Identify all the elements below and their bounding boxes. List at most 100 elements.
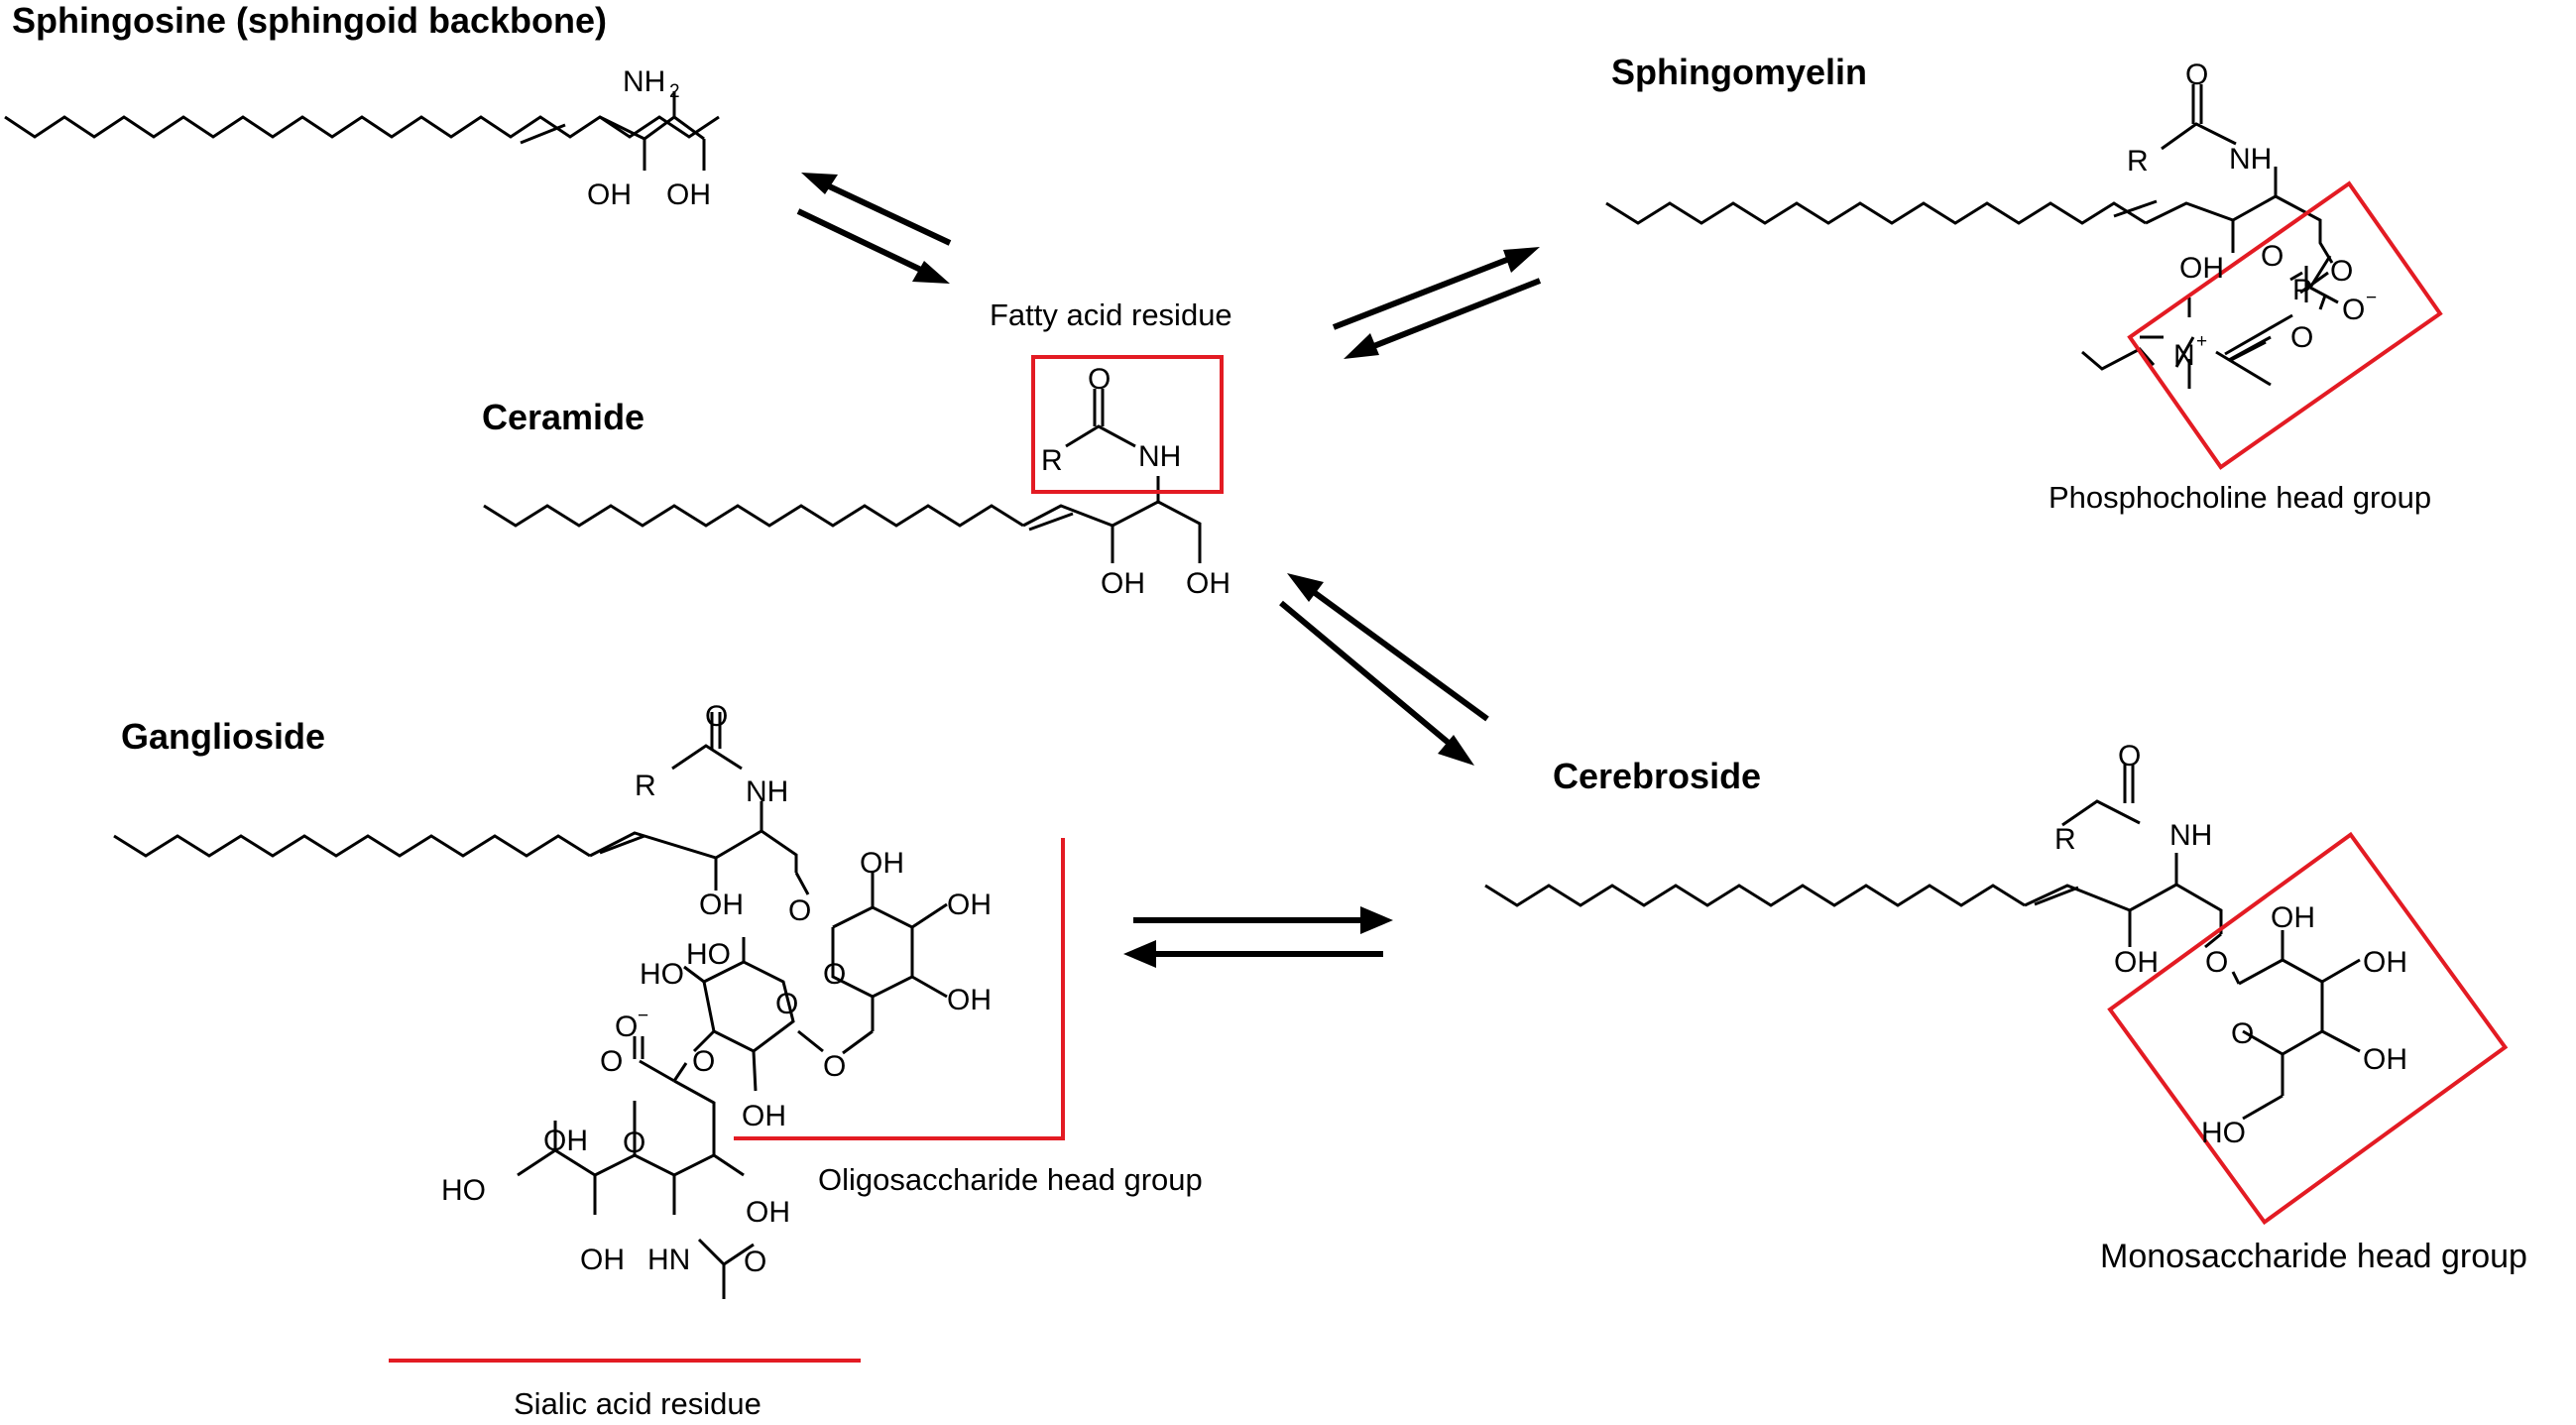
ganglioside-minus-charge: −: [638, 1006, 648, 1026]
caption-monosaccharide-head-group: Monosaccharide head group: [2100, 1238, 2527, 1275]
sphingosine-nh2-subscript: 2: [669, 81, 680, 102]
sphingomyelin-double-bond: [2113, 199, 2158, 218]
sphingomyelin-plus-charge: +: [2196, 331, 2207, 352]
ganglioside-carboxyl-o: O: [600, 1045, 623, 1078]
cerebroside-double-bond: [2034, 886, 2079, 906]
ganglioside-sialic-ho-chain: HO: [441, 1174, 486, 1207]
ganglioside-gal-ring-o: O: [775, 988, 798, 1020]
cerebroside-alkyl-chain: [1484, 884, 2026, 907]
caption-phosphocholine-head-group: Phosphocholine head group: [2049, 480, 2432, 515]
sphingomyelin-atoms: O R NH OH O P O O − O N +: [2127, 59, 2377, 372]
sphingosine-structure: [4, 91, 720, 171]
phosphocholine-highlight-box: [2127, 180, 2443, 470]
arrows-sphingosine-ceramide: [796, 173, 952, 284]
ganglioside-glc-ring-o: O: [823, 958, 846, 991]
title-cerebroside: Cerebroside: [1553, 756, 1762, 796]
caption-oligosaccharide-head-group: Oligosaccharide head group: [818, 1162, 1203, 1197]
cerebroside-glucose-ring: [2238, 958, 2324, 1056]
sphingosine-nh2: NH: [623, 65, 665, 98]
sphingomyelin-ester-o: O: [2261, 240, 2283, 273]
ceramide-structure: [483, 389, 1202, 563]
ceramide-oh-1: OH: [1101, 567, 1145, 600]
ganglioside-link-o: O: [823, 1050, 846, 1083]
cerebroside-ring-o: O: [2231, 1017, 2254, 1050]
sphingomyelin-minus-charge: −: [2366, 288, 2377, 308]
cerebroside-oh-c3: OH: [2363, 946, 2407, 979]
caption-sialic-acid-residue: Sialic acid residue: [514, 1386, 761, 1421]
ceramide-atoms: O R NH OH OH: [1041, 363, 1230, 600]
sphingomyelin-oh: OH: [2179, 252, 2224, 285]
ganglioside-sialic-link-o: O: [692, 1045, 715, 1078]
ganglioside-double-bond: [599, 834, 645, 855]
monosaccharide-highlight-box: [2107, 831, 2509, 1226]
cerebroside-oh-c4: OH: [2363, 1043, 2407, 1076]
fatty-acid-highlight-box: [1031, 355, 1224, 494]
cerebroside-r: R: [2054, 823, 2076, 856]
cerebroside-glycosidic-o: O: [2205, 946, 2228, 979]
sphingomyelin-p: P: [2292, 274, 2312, 306]
ganglioside-carbonyl-o: O: [705, 700, 728, 733]
sphingomyelin-p-double-o: O: [2330, 255, 2353, 288]
ganglioside-oh: OH: [699, 889, 744, 921]
title-ceramide: Ceramide: [482, 397, 645, 437]
cerebroside-atoms: O R NH OH O O OH OH OH HO: [2054, 740, 2407, 1149]
ceramide-headgroup-bonds: [1022, 500, 1202, 563]
sphingosine-headgroup-bonds: [599, 115, 705, 141]
sphingomyelin-choline-o: O: [2290, 321, 2313, 354]
sphingosine-atoms: NH 2 OH OH: [587, 65, 711, 211]
ganglioside-glycosidic-o: O: [788, 894, 811, 927]
title-sphingosine: Sphingosine (sphingoid backbone): [12, 0, 607, 41]
sphingomyelin-r: R: [2127, 145, 2149, 178]
ceramide-carbonyl-o: O: [1088, 363, 1111, 396]
ceramide-alkyl-chain: [483, 504, 1024, 528]
ganglioside-sialic-ring: [633, 1079, 716, 1177]
sphingomyelin-n: N: [2173, 339, 2195, 372]
cerebroside-oh: OH: [2114, 946, 2159, 979]
ganglioside-acetyl-o: O: [744, 1246, 766, 1278]
ganglioside-carboxylate-o: O: [615, 1010, 638, 1043]
cerebroside-structure: [1484, 764, 2361, 1121]
ganglioside-glc-oh-4: OH: [947, 984, 992, 1016]
ganglioside-sialic-hn: HN: [647, 1244, 690, 1276]
ceramide-double-bond: [1028, 512, 1074, 532]
ganglioside-glc-oh-3: OH: [947, 889, 992, 921]
ganglioside-ho-c4: HO: [640, 958, 684, 991]
sphingomyelin-alkyl-chain: [1605, 201, 2147, 225]
sphingosine-oh-2: OH: [666, 178, 711, 211]
caption-fatty-acid-residue: Fatty acid residue: [990, 297, 1232, 332]
ganglioside-nh: NH: [746, 775, 788, 808]
ganglioside-ho-c6: HO: [686, 938, 731, 971]
sphingomyelin-p-o-minus: O: [2342, 294, 2365, 326]
sphingomyelin-carbonyl-o: O: [2185, 59, 2208, 91]
ceramide-oh-2: OH: [1186, 567, 1230, 600]
arrows-ceramide-cerebroside: [1279, 573, 1489, 766]
ganglioside-r: R: [635, 770, 656, 802]
sphingomyelin-nh: NH: [2229, 143, 2272, 176]
ganglioside-alkyl-chain: [113, 834, 591, 858]
ganglioside-structure: [113, 712, 948, 1299]
ganglioside-atoms: O R NH OH O OH OH OH O O HO HO O OH O O …: [441, 700, 992, 1278]
ganglioside-sialic-oh: OH: [746, 1196, 790, 1229]
sphingosine-oh-1: OH: [587, 178, 632, 211]
sphingosine-double-bond: [520, 123, 566, 145]
cerebroside-nh: NH: [2169, 819, 2212, 852]
sphingomyelin-structure: [1605, 84, 2339, 389]
ganglioside-gal-oh: OH: [742, 1100, 786, 1132]
ganglioside-sialic-oh-chain-1: OH: [543, 1125, 588, 1157]
arrows-ceramide-sphingomyelin: [1332, 247, 1542, 359]
cerebroside-oh-c2: OH: [2271, 901, 2315, 934]
ceramide-nh: NH: [1138, 440, 1181, 473]
arrows-cerebroside-ganglioside: [1123, 906, 1393, 968]
sphingosine-alkyl-chain: [4, 115, 720, 139]
ceramide-r: R: [1041, 444, 1063, 477]
title-ganglioside: Ganglioside: [121, 716, 326, 757]
cerebroside-ho-c6: HO: [2201, 1117, 2246, 1149]
title-sphingomyelin: Sphingomyelin: [1611, 52, 1868, 92]
oligosaccharide-bracket: [734, 838, 1065, 1140]
cerebroside-carbonyl-o: O: [2118, 740, 2141, 772]
ganglioside-sialic-ring-o: O: [623, 1127, 645, 1159]
reversible-arrows: [796, 173, 1542, 968]
ganglioside-sialic-oh-chain-2: OH: [580, 1244, 625, 1276]
